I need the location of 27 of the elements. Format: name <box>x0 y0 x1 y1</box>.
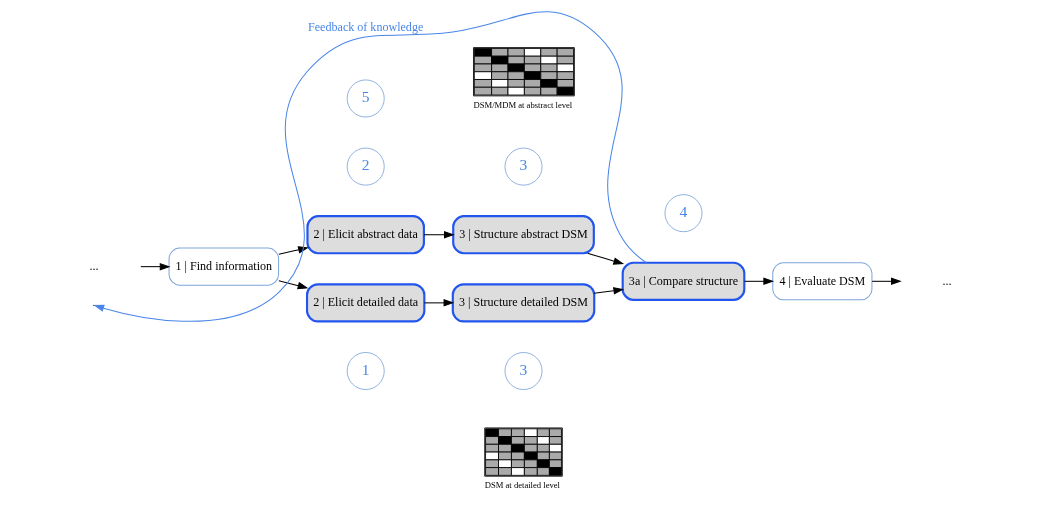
node-box: 3 | Structure abstract DSM <box>451 215 595 255</box>
arrow <box>743 277 774 286</box>
node-text: ... <box>941 273 951 288</box>
node-box: 3a | Compare structure <box>621 261 745 301</box>
arrow <box>277 280 308 290</box>
node-label: DSM at detailed level <box>484 480 560 491</box>
node-circle: 3 <box>504 147 542 186</box>
node-circle: 1 <box>346 352 385 390</box>
node-circle: 5 <box>346 79 385 118</box>
node-circle: 4 <box>664 194 702 233</box>
arrow <box>586 252 624 265</box>
node-circle: 2 <box>346 147 385 186</box>
arrow <box>423 299 454 307</box>
arrow <box>277 246 309 255</box>
arrow <box>593 287 624 295</box>
node-circle: 3 <box>504 352 542 390</box>
node-label: DSM/MDM at abstract level <box>473 99 572 110</box>
node-box: 1 | Find information <box>168 247 279 286</box>
node-text: ... <box>89 258 99 273</box>
arrow <box>871 277 902 286</box>
arrow <box>423 231 455 239</box>
node-box: 4 | Evaluate DSM <box>771 262 872 301</box>
node-box: 3 | Structure detailed DSM <box>451 283 595 323</box>
node-box: 2 | Elicit abstract data <box>305 215 425 255</box>
arrow <box>139 262 170 271</box>
node-box: 2 | Elicit detailed data <box>305 283 425 323</box>
edge-label: Feedback of knowledge <box>307 20 423 35</box>
